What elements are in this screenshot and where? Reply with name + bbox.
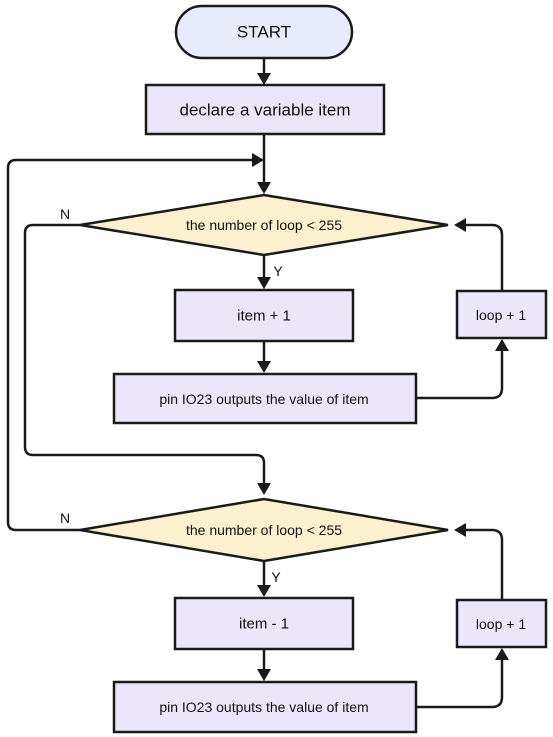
edge-output2-increment2 — [416, 659, 504, 709]
increment-node-2: loop + 1 — [455, 598, 548, 649]
edge-decision2-no-return — [6, 158, 253, 532]
start-node: START — [174, 4, 354, 60]
increment1-label: loop + 1 — [476, 307, 526, 323]
arrowhead — [454, 523, 466, 537]
decision1-yes-label: Y — [273, 263, 283, 279]
edge-increment1-decision1 — [466, 223, 504, 291]
output-node-1: pin IO23 outputs the value of item — [112, 372, 418, 425]
edge-decision1-no — [23, 223, 266, 484]
decision2-yes-label: Y — [271, 569, 281, 585]
step-node-2: item - 1 — [173, 596, 355, 651]
connectors — [6, 58, 509, 709]
arrowhead — [257, 73, 271, 85]
start-label: START — [237, 23, 291, 42]
output2-label: pin IO23 outputs the value of item — [159, 699, 368, 715]
arrowhead — [257, 361, 271, 373]
output1-label: pin IO23 outputs the value of item — [159, 391, 368, 407]
decision-node-1: the number of loop < 255 — [79, 193, 449, 257]
edge-increment2-decision2 — [466, 528, 504, 599]
arrowhead — [252, 153, 264, 167]
arrowhead — [257, 585, 271, 597]
arrowhead — [495, 648, 509, 660]
step2-label: item - 1 — [239, 616, 289, 633]
decision1-no-label: N — [60, 206, 70, 222]
arrowhead — [257, 483, 271, 495]
declare-node: declare a variable item — [144, 83, 386, 136]
decision2-label: the number of loop < 255 — [186, 522, 342, 538]
decision2-no-label: N — [60, 510, 70, 526]
arrowhead — [454, 218, 466, 232]
increment2-label: loop + 1 — [476, 616, 526, 632]
arrowhead — [495, 339, 509, 351]
edge-output1-increment1 — [416, 350, 504, 400]
output-node-2: pin IO23 outputs the value of item — [112, 680, 418, 734]
increment-node-1: loop + 1 — [455, 289, 548, 340]
arrowhead — [257, 277, 271, 289]
declare-label: declare a variable item — [179, 101, 350, 120]
arrowhead — [257, 669, 271, 681]
step1-label: item + 1 — [237, 308, 291, 325]
arrowhead — [257, 182, 271, 194]
decision1-label: the number of loop < 255 — [186, 217, 342, 233]
step-node-1: item + 1 — [173, 288, 355, 343]
decision-node-2: the number of loop < 255 — [79, 497, 449, 563]
